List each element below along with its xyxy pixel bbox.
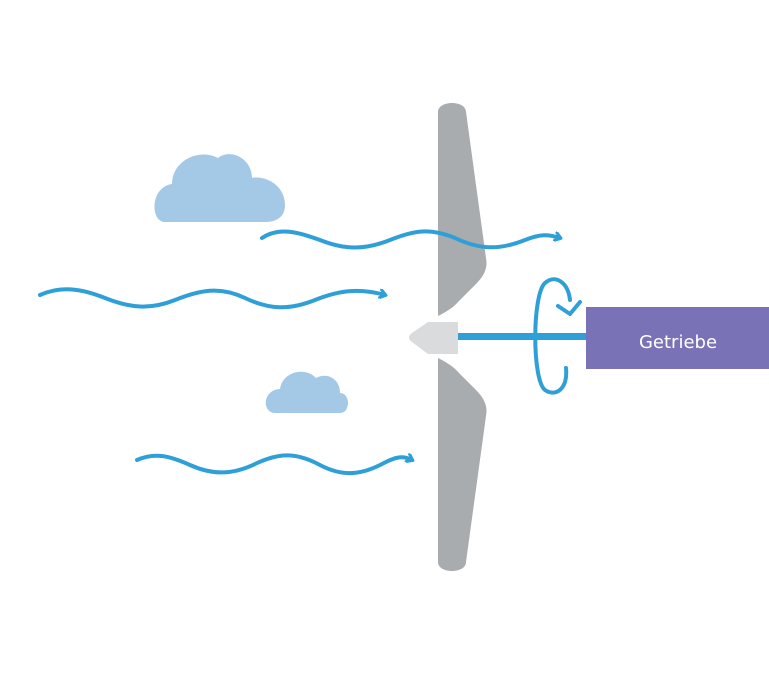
wind-arrow-icon-bottom: [135, 455, 412, 476]
rotor-shaft: [455, 333, 590, 340]
turbine-hub: [409, 322, 458, 354]
turbine-blade-upper: [438, 103, 487, 316]
wind-arrow-icon-top: [260, 229, 560, 250]
wind-arrow-icon-middle: [38, 287, 385, 310]
turbine-blade-lower: [438, 358, 487, 571]
gearbox-box: Getriebe: [586, 307, 769, 369]
rotation-arrow-icon: [533, 277, 582, 395]
gearbox-label: Getriebe: [639, 332, 717, 353]
cloud-icon-small: [265, 371, 348, 413]
cloud-icon-large: [154, 154, 285, 222]
